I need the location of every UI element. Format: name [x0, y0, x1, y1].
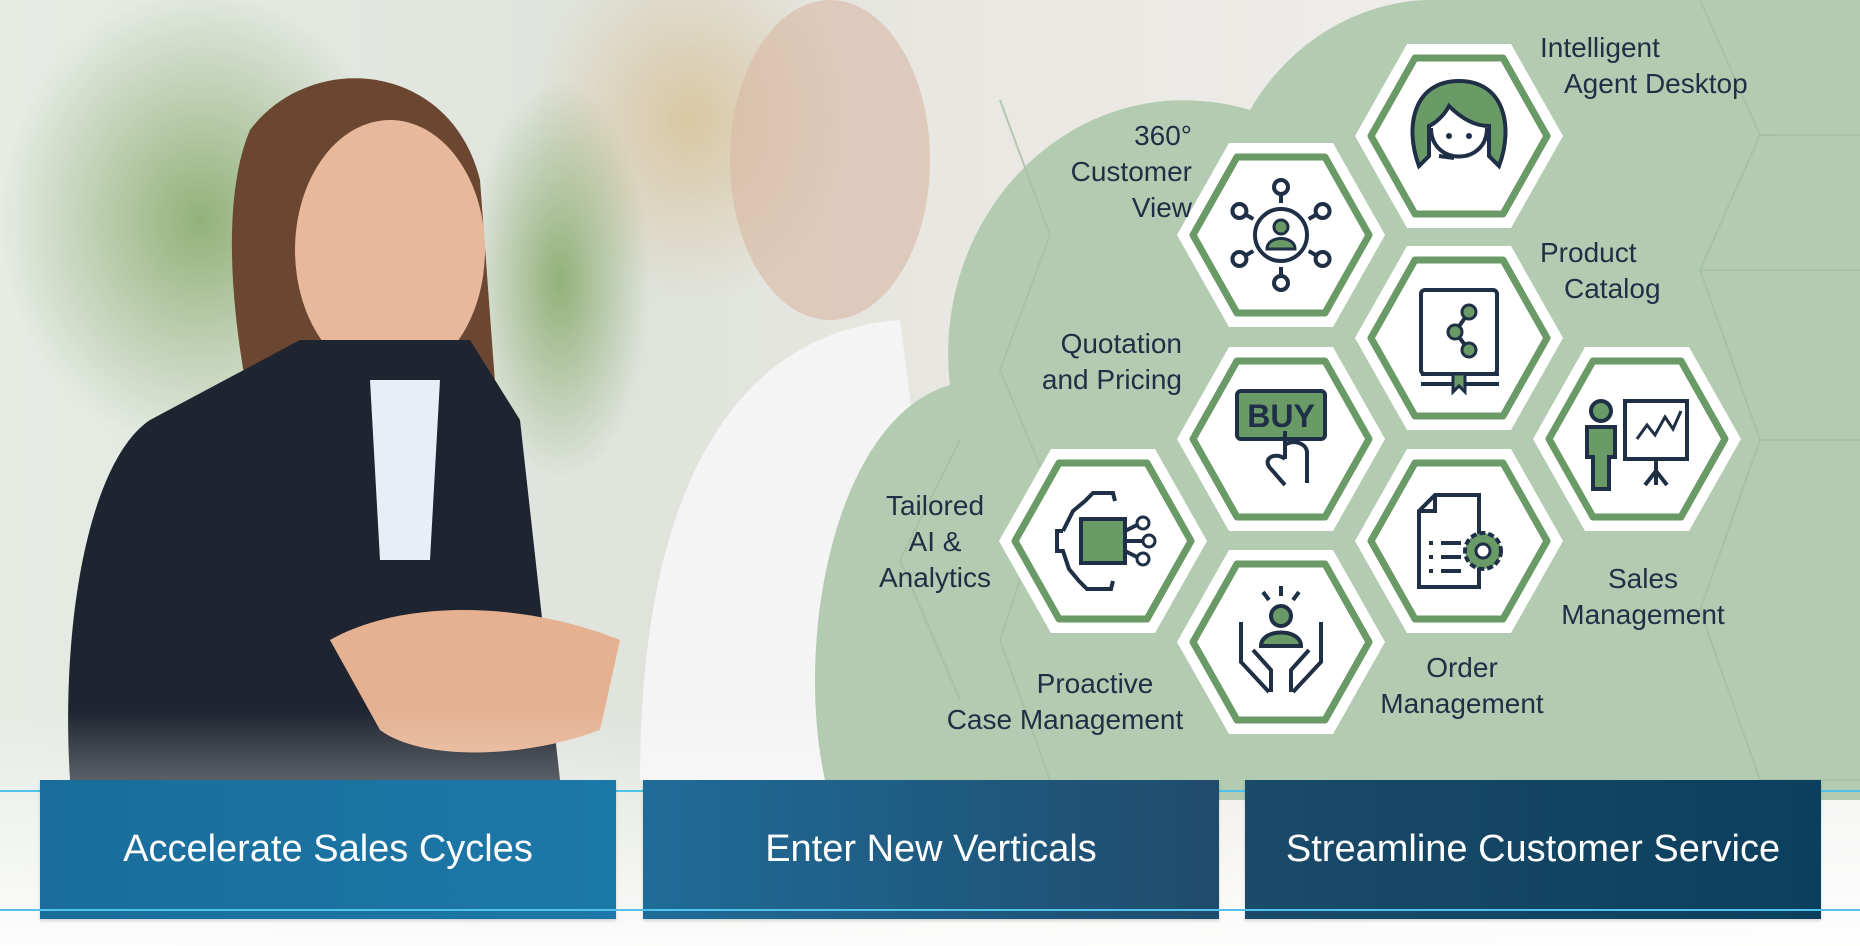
benefit-box-new-verticals: Enter New Verticals: [643, 780, 1219, 919]
presentation-chart-icon: [1585, 399, 1689, 491]
order-document-gear-icon: [1417, 493, 1503, 589]
feature-hex-tile: [998, 448, 1208, 634]
agent-headset-icon: [1410, 78, 1508, 170]
benefit-box-customer-service: Streamline Customer Service: [1245, 780, 1821, 919]
feature-hex-tile: [1176, 549, 1386, 735]
feature-hex-tile: BUY: [1176, 346, 1386, 532]
ai-chip-gear-icon: [1055, 491, 1157, 591]
benefit-label: Streamline Customer Service: [1285, 828, 1781, 870]
feature-hex-tile: [1354, 43, 1564, 229]
buy-button-icon: BUY: [1235, 389, 1327, 487]
benefit-label: Accelerate Sales Cycles: [123, 828, 533, 870]
accent-line-bottom: [0, 909, 1860, 911]
svg-text:BUY: BUY: [1247, 398, 1315, 434]
catalog-book-icon: [1419, 288, 1499, 396]
feature-hex-tile: [1354, 245, 1564, 431]
benefit-box-accelerate-sales: Accelerate Sales Cycles: [40, 780, 616, 919]
person-hands-icon: [1239, 586, 1323, 694]
feature-hex-tile: [1176, 142, 1386, 328]
feature-hex-tile: [1532, 346, 1742, 532]
benefit-label: Enter New Verticals: [765, 828, 1097, 870]
customer-network-icon: [1230, 178, 1332, 292]
feature-hex-tile: [1354, 448, 1564, 634]
